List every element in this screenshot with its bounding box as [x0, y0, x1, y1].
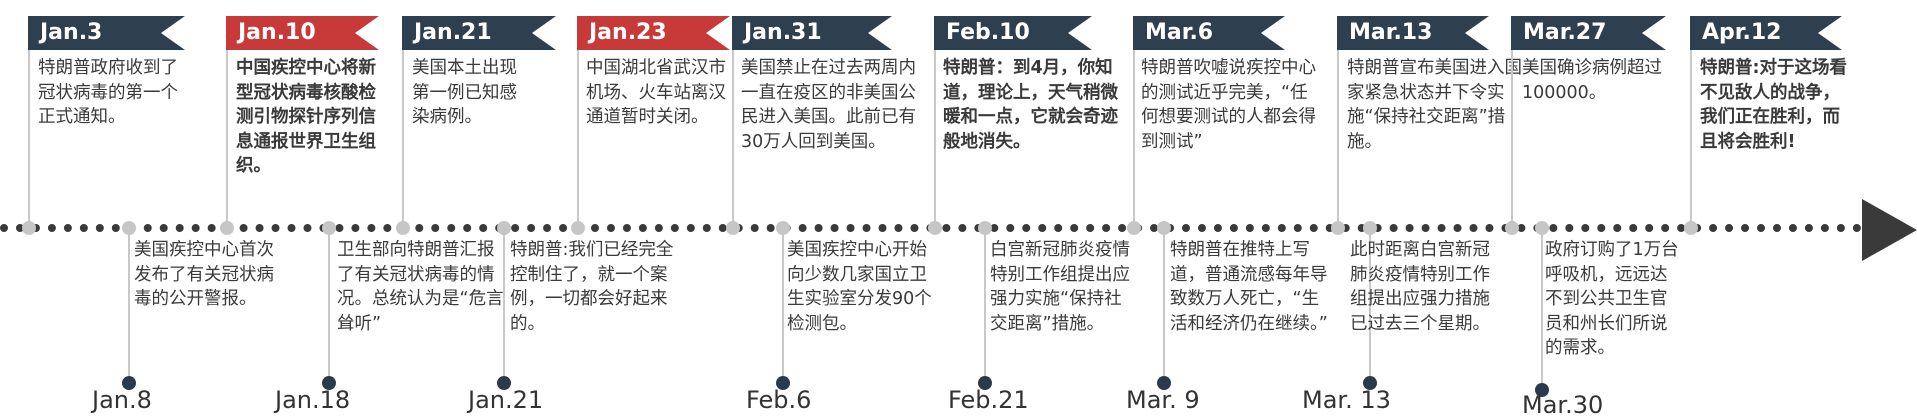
axis-point: [1505, 221, 1519, 235]
event-date-label: Feb.6: [746, 386, 812, 414]
event-description: 特朗普:我们已经完全控制住了，就一个案例，一切都会好起来的。: [510, 240, 674, 334]
event-stem: [503, 228, 505, 383]
event-stem: [1133, 34, 1135, 228]
axis-point: [1157, 221, 1171, 235]
axis-point: [1535, 221, 1549, 235]
event-date-flag: Mar.13: [1337, 16, 1489, 50]
event-description: 政府订购了1万台呼吸机，远远达不到公共卫生官员和州长们所说的需求。: [1545, 240, 1679, 358]
event-stem: [934, 34, 936, 228]
axis-point: [978, 221, 992, 235]
event-description: 特朗普:对于这场看不见敌人的战争，我们正在胜利，而且将会胜利!: [1700, 58, 1847, 152]
event-description: 卫生部向特朗普汇报了有关冠状病毒的情况。总统认为是“危言耸听”: [337, 240, 504, 334]
event-stem: [1511, 34, 1513, 228]
event-stem: [1163, 228, 1165, 383]
event-stem: [732, 34, 734, 228]
axis-point: [571, 221, 585, 235]
event-description: 中国湖北省武汉市机场、火车站离汉通道暂时关闭。: [586, 58, 726, 127]
event-date-flag: Jan.23: [577, 16, 730, 50]
event-end-dot: [497, 376, 511, 390]
event-description: 美国禁止在过去两周内一直在疫区的非美国公民进入美国。此前已有30万人回到美国。: [741, 58, 916, 152]
axis-point: [220, 221, 234, 235]
event-stem: [1369, 228, 1371, 383]
event-date-flag: Feb.10: [934, 16, 1092, 50]
event-date-flag: Jan.21: [402, 16, 556, 50]
event-date-flag: Mar.6: [1133, 16, 1285, 50]
axis-point: [1331, 221, 1345, 235]
event-date-flag: Mar.27: [1511, 16, 1666, 50]
axis-point: [1363, 221, 1377, 235]
event-date-label: Mar. 13: [1302, 386, 1391, 414]
event-stem: [226, 34, 228, 228]
event-stem: [1337, 34, 1339, 228]
event-stem: [577, 34, 579, 228]
event-end-dot: [1535, 383, 1549, 397]
event-stem: [1541, 228, 1543, 390]
event-stem: [28, 34, 30, 228]
event-description: 美国疾控中心首次发布了有关冠状病毒的公开警报。: [134, 240, 274, 309]
event-description: 中国疾控中心将新型冠状病毒核酸检测引物探针序列信息通报世界卫生组织。: [236, 58, 376, 176]
event-description: 美国疾控中心开始向少数几家国立卫生实验室分发90个检测包。: [787, 240, 932, 334]
axis-point: [928, 221, 942, 235]
event-end-dot: [1363, 376, 1377, 390]
event-date-label: Jan.8: [92, 386, 152, 414]
event-date-label: Mar.30: [1522, 391, 1604, 419]
event-date-label: Jan.21: [468, 386, 544, 414]
event-description: 美国确诊病例超过100000。: [1522, 58, 1662, 103]
event-date-label: Mar. 9: [1126, 386, 1200, 414]
axis-point: [726, 221, 740, 235]
axis-point: [122, 221, 136, 235]
axis-point: [396, 221, 410, 235]
event-description: 此时距离白宫新冠肺炎疫情特别工作组提出应强力措施已过去三个星期。: [1350, 240, 1490, 334]
event-description: 特朗普在推特上写道，普通流感每年导致数万人死亡，“生活和经济仍在继续。”: [1170, 240, 1328, 334]
event-description: 特朗普宣布美国进入国家紧急状态并下令实施“保持社交距离”措施。: [1347, 58, 1522, 152]
event-description: 特朗普：到4月，你知道，理论上，天气稍微暖和一点，它就会奇迹般地消失。: [943, 58, 1118, 152]
axis-point: [322, 221, 336, 235]
event-end-dot: [776, 376, 790, 390]
axis-point: [776, 221, 790, 235]
event-date-flag: Jan.10: [226, 16, 379, 50]
event-description: 特朗普吹嘘说疾控中心的测试近乎完美，“任何想要测试的人都会得到测试”: [1141, 58, 1316, 152]
event-stem: [984, 228, 986, 383]
event-end-dot: [122, 376, 136, 390]
event-description: 白宫新冠肺炎疫情特别工作组提出应强力实施“保持社交距离”措施。: [990, 240, 1130, 334]
timeline-arrow-head: [1862, 199, 1917, 261]
axis-point: [497, 221, 511, 235]
event-end-dot: [1157, 376, 1171, 390]
axis-point: [22, 221, 36, 235]
event-stem: [128, 228, 130, 383]
event-end-dot: [978, 376, 992, 390]
event-stem: [402, 34, 404, 228]
event-date-label: Feb.21: [948, 386, 1029, 414]
event-description: 特朗普政府收到了冠状病毒的第一个正式通知。: [38, 58, 178, 127]
event-date-flag: Jan.31: [732, 16, 892, 50]
event-date-flag: Jan.3: [28, 16, 185, 50]
event-date-label: Jan.18: [275, 386, 351, 414]
event-date-flag: Apr.12: [1690, 16, 1842, 50]
event-stem: [782, 228, 784, 383]
event-stem: [328, 228, 330, 383]
axis-point: [1127, 221, 1141, 235]
axis-point: [1684, 221, 1698, 235]
event-stem: [1690, 34, 1692, 228]
event-end-dot: [322, 376, 336, 390]
event-description: 美国本土出现第一例已知感染病例。: [412, 58, 517, 127]
